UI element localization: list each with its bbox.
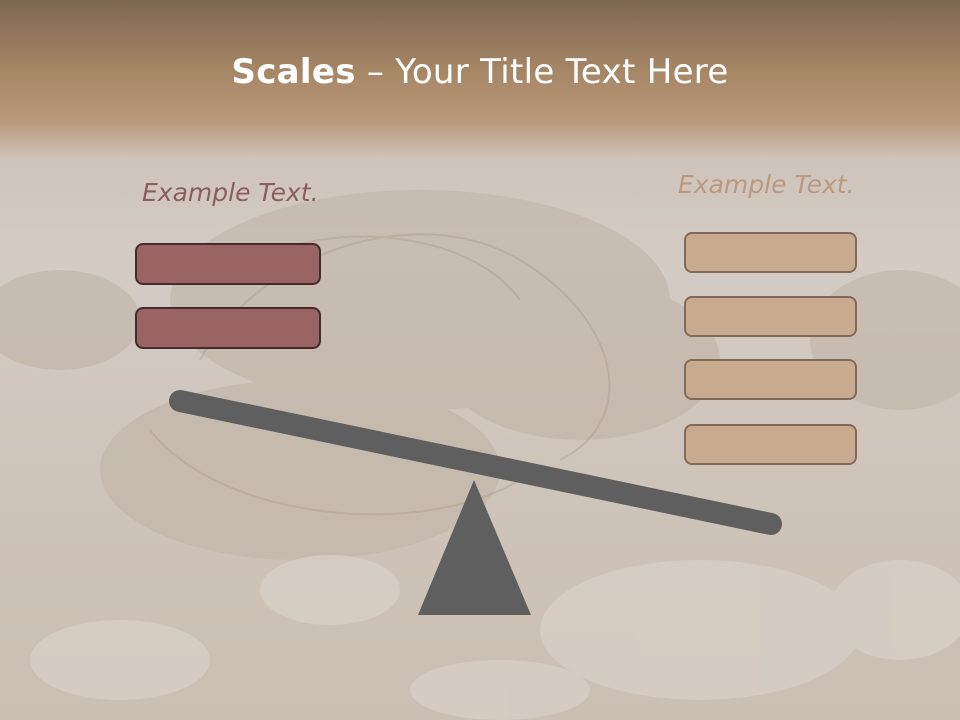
title-rest: – Your Title Text Here — [355, 52, 729, 92]
seesaw-beam — [169, 390, 782, 535]
right-example-text: Example Text. — [678, 170, 855, 199]
right-box-4 — [684, 424, 857, 465]
left-box-2 — [135, 307, 321, 349]
left-example-text: Example Text. — [142, 178, 319, 207]
title-bold: Scales — [231, 52, 356, 92]
right-box-2 — [684, 296, 857, 337]
left-box-1 — [135, 243, 321, 285]
right-box-1 — [684, 232, 857, 273]
right-box-3 — [684, 359, 857, 400]
slide-title: Scales – Your Title Text Here — [0, 52, 960, 92]
seesaw-fulcrum — [418, 480, 531, 615]
